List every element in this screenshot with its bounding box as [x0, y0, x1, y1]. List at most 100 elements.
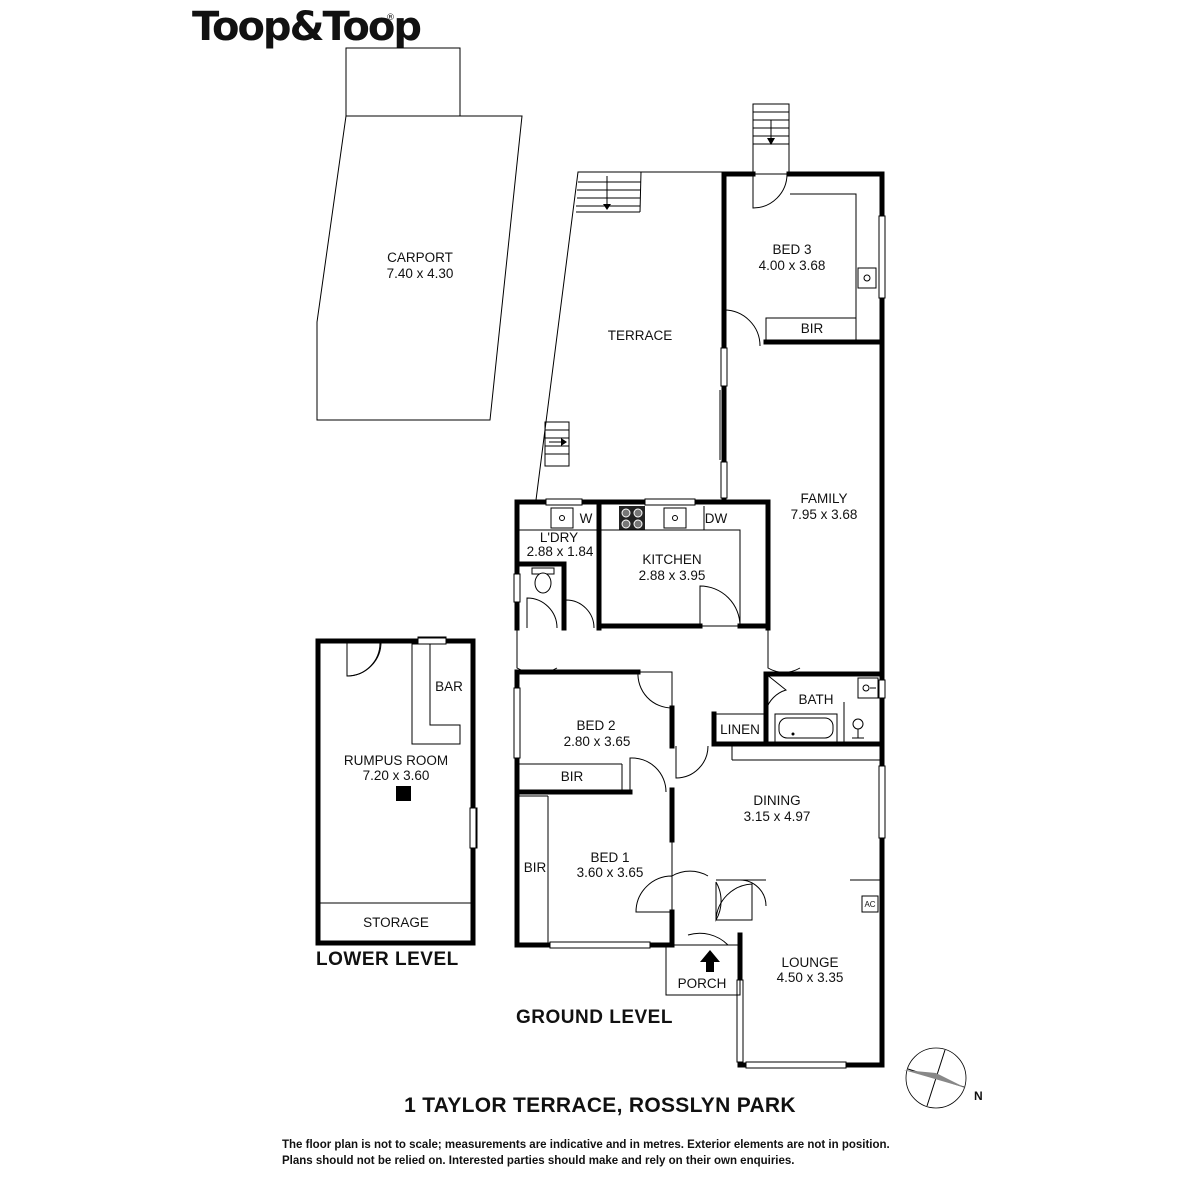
- compass-ring: [905, 1047, 967, 1109]
- rumpus-size: 7.20 x 3.60: [363, 768, 430, 783]
- bath-basin-icon: [852, 718, 864, 739]
- carport: CARPORT 7.40 x 4.30: [316, 47, 523, 421]
- family-room: FAMILY 7.95 x 3.68: [791, 491, 858, 522]
- lounge-ac: AC: [864, 900, 875, 909]
- linen-name: LINEN: [720, 722, 760, 737]
- door-laundry: [565, 599, 595, 629]
- rumpus-bar: BAR: [435, 679, 463, 694]
- bed3-size: 4.00 x 3.68: [759, 258, 826, 273]
- bed-3: BED 3 4.00 x 3.68 BIR: [759, 242, 826, 336]
- door-dining: [675, 745, 709, 779]
- door-bed3-family: [723, 309, 761, 347]
- bath-name: BATH: [798, 692, 833, 707]
- carport-step-block: [345, 47, 461, 117]
- disclaimer-line-1: The floor plan is not to scale; measurem…: [282, 1139, 890, 1151]
- fixtures: [519, 193, 880, 943]
- bed3-entry-steps: [752, 103, 790, 175]
- window-dining: [878, 765, 886, 839]
- door-bed2: [637, 671, 673, 709]
- door-bed3-entry: [752, 173, 788, 209]
- doors: [346, 173, 801, 946]
- bar-counter: [411, 643, 461, 745]
- brand-name: Toop&Toop: [192, 4, 420, 50]
- terrace: TERRACE: [535, 171, 725, 501]
- bathroom: BATH: [798, 692, 833, 707]
- window-bath: [878, 679, 886, 699]
- bathtub-icon: [774, 713, 838, 743]
- window-bed2: [513, 687, 521, 759]
- bed2-size: 2.80 x 3.65: [564, 734, 631, 749]
- porch-name: PORCH: [678, 976, 727, 991]
- laundry: W L'DRY 2.88 x 1.84: [527, 511, 594, 559]
- carport-size: 7.40 x 4.30: [387, 266, 454, 281]
- toilet-icon: [531, 567, 555, 594]
- porch: PORCH: [665, 944, 741, 996]
- bed2-name: BED 2: [576, 718, 615, 733]
- kitchen: DW KITCHEN 2.88 x 3.95: [639, 511, 728, 583]
- window-bed3: [878, 215, 886, 299]
- dining-room: DINING 3.15 x 4.97: [744, 793, 811, 824]
- family-name: FAMILY: [800, 491, 847, 506]
- laundry-name: L'DRY: [540, 530, 578, 545]
- linen: LINEN: [720, 722, 760, 737]
- terrace-name: TERRACE: [608, 328, 673, 343]
- bed-1: BED 1 3.60 x 3.65 BIR: [524, 850, 644, 880]
- door-bed2-bir: [629, 757, 667, 793]
- door-front-right: [715, 883, 753, 921]
- door-family: [767, 628, 801, 673]
- lounge-name: LOUNGE: [781, 955, 838, 970]
- entry-arrow-icon: [700, 950, 720, 972]
- kitchen-size: 2.88 x 3.95: [639, 568, 706, 583]
- rumpus-walls: [315, 638, 476, 946]
- door-bath: [765, 673, 788, 711]
- door-toilet: [526, 597, 558, 629]
- rumpus-room: BAR RUMPUS ROOM 7.20 x 3.60 STORAGE: [315, 637, 477, 946]
- kitchen-dishwasher: DW: [705, 511, 728, 526]
- rumpus-post-icon: [396, 786, 411, 801]
- door-bed1: [635, 875, 673, 913]
- bed2-bir: BIR: [561, 769, 584, 784]
- lounge-room: AC LOUNGE 4.50 x 3.35: [777, 900, 876, 985]
- bed1-name: BED 1: [590, 850, 629, 865]
- window-toilet: [513, 573, 521, 603]
- bed-2: BED 2 2.80 x 3.65 BIR: [561, 718, 631, 784]
- glass-door-family-1: [720, 347, 728, 387]
- family-size: 7.95 x 3.68: [791, 507, 858, 522]
- disclaimer-line-2: Plans should not be relied on. Intereste…: [282, 1155, 795, 1167]
- ground-level-label: GROUND LEVEL: [516, 1007, 673, 1028]
- rumpus-name: RUMPUS ROOM: [344, 753, 448, 768]
- compass-north-label: N: [974, 1089, 983, 1103]
- rumpus-storage: STORAGE: [363, 915, 429, 930]
- bath-vanity-icon: [857, 677, 879, 699]
- window-laundry: [545, 498, 583, 506]
- bed1-size: 3.60 x 3.65: [577, 865, 644, 880]
- kitchen-name: KITCHEN: [642, 552, 701, 567]
- compass: N: [904, 1047, 983, 1109]
- bed3-bir: BIR: [801, 321, 824, 336]
- bed1-bir: BIR: [524, 860, 547, 875]
- dining-size: 3.15 x 4.97: [744, 809, 811, 824]
- door-hall-back: [516, 628, 558, 674]
- window-kitchen: [644, 498, 696, 506]
- laundry-size: 2.88 x 1.84: [527, 544, 594, 559]
- cooktop-icon: [619, 506, 645, 530]
- door-kitchen: [699, 585, 741, 627]
- ac-unit: [861, 895, 879, 913]
- brand-logo: Toop&Toop ®: [192, 4, 422, 50]
- lounge-size: 4.50 x 3.35: [777, 970, 844, 985]
- property-address: 1 TAYLOR TERRACE, ROSSLYN PARK: [404, 1094, 796, 1117]
- dining-name: DINING: [753, 793, 800, 808]
- window-lounge-front: [745, 1061, 847, 1069]
- lower-level-label: LOWER LEVEL: [316, 949, 459, 970]
- bed3-name: BED 3: [772, 242, 811, 257]
- terrace-lower-steps: [544, 421, 570, 467]
- door-porch: [687, 932, 730, 946]
- window-bed1: [549, 941, 651, 949]
- carport-outline: [316, 115, 523, 421]
- brand-registered-mark: ®: [386, 13, 395, 23]
- laundry-washer: W: [580, 511, 593, 526]
- glass-door-family-2: [720, 461, 728, 499]
- door-bed1-top: [671, 840, 709, 877]
- carport-name: CARPORT: [387, 250, 453, 265]
